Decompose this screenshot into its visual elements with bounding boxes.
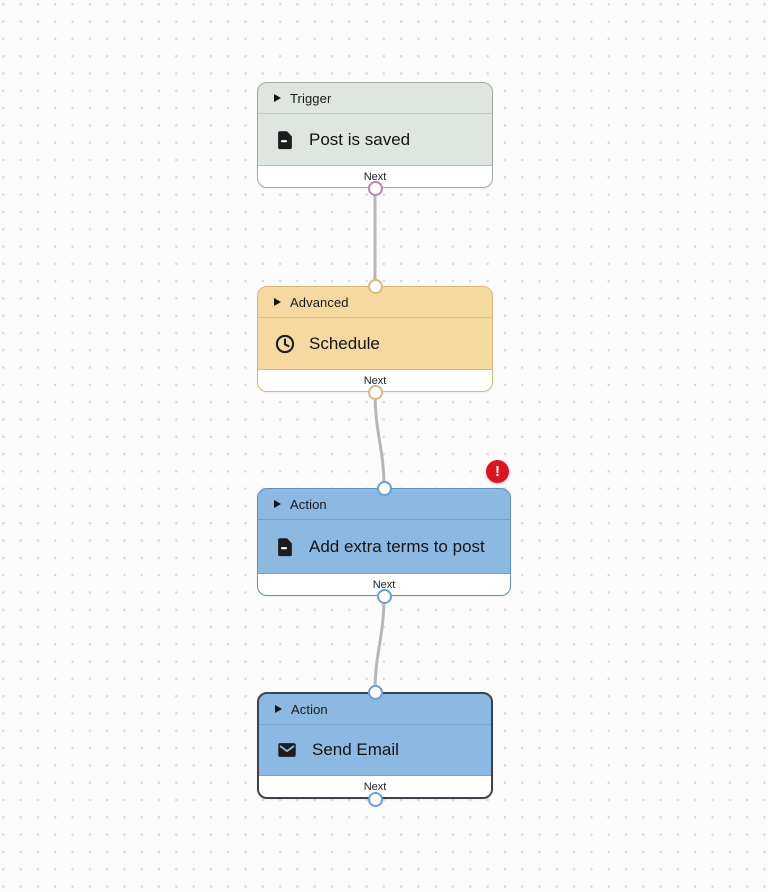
node-title: Send Email xyxy=(312,740,399,759)
port-output-add-extra-terms[interactable] xyxy=(377,589,392,604)
node-body[interactable]: Send Email xyxy=(259,725,491,775)
node-body[interactable]: Post is saved xyxy=(258,114,492,165)
clock-icon xyxy=(275,334,295,353)
port-output-post-is-saved[interactable] xyxy=(368,181,383,196)
node-category-label: Action xyxy=(291,701,328,717)
port-input-send-email[interactable] xyxy=(368,685,383,700)
node-body[interactable]: Schedule xyxy=(258,318,492,369)
wire-schedule-to-addterms[interactable] xyxy=(373,391,386,489)
port-output-schedule[interactable] xyxy=(368,385,383,400)
play-icon[interactable] xyxy=(275,705,282,713)
next-label: Next xyxy=(363,374,387,387)
node-footer-next: Next xyxy=(258,369,492,391)
node-header[interactable]: Advanced xyxy=(258,287,492,318)
node-advanced-schedule[interactable]: Advanced Schedule Next xyxy=(257,286,493,392)
node-footer-next: Next xyxy=(258,165,492,187)
node-trigger-post-is-saved[interactable]: Trigger Post is saved Next xyxy=(257,82,493,188)
node-category-label: Trigger xyxy=(290,90,332,106)
node-footer-next: Next xyxy=(259,775,491,797)
node-title: Schedule xyxy=(309,333,380,353)
document-icon xyxy=(278,130,292,149)
node-action-send-email[interactable]: Action Send Email Next xyxy=(257,692,493,799)
play-icon[interactable] xyxy=(274,500,281,508)
node-header[interactable]: Action xyxy=(259,694,491,725)
node-title: Add extra terms to post xyxy=(309,536,485,556)
next-label: Next xyxy=(363,170,387,183)
exclamation-icon: ! xyxy=(495,463,500,480)
document-icon xyxy=(278,537,292,556)
error-badge[interactable]: ! xyxy=(486,460,509,483)
envelope-icon xyxy=(278,743,296,757)
play-icon[interactable] xyxy=(274,94,281,102)
node-header[interactable]: Action xyxy=(258,489,510,520)
next-label: Next xyxy=(363,780,387,793)
next-label: Next xyxy=(372,578,396,591)
play-icon[interactable] xyxy=(274,298,281,306)
node-header[interactable]: Trigger xyxy=(258,83,492,114)
port-input-add-extra-terms[interactable] xyxy=(377,481,392,496)
node-category-label: Action xyxy=(290,496,327,512)
node-footer-next: Next xyxy=(258,573,510,595)
wire-addterms-to-sendemail[interactable] xyxy=(373,595,386,693)
port-output-send-email[interactable] xyxy=(368,792,383,807)
node-body[interactable]: Add extra terms to post xyxy=(258,520,510,573)
node-title: Post is saved xyxy=(309,129,411,149)
port-input-schedule[interactable] xyxy=(368,279,383,294)
node-category-label: Advanced xyxy=(290,294,349,310)
node-action-add-extra-terms[interactable]: Action Add extra terms to post Next xyxy=(257,488,511,596)
